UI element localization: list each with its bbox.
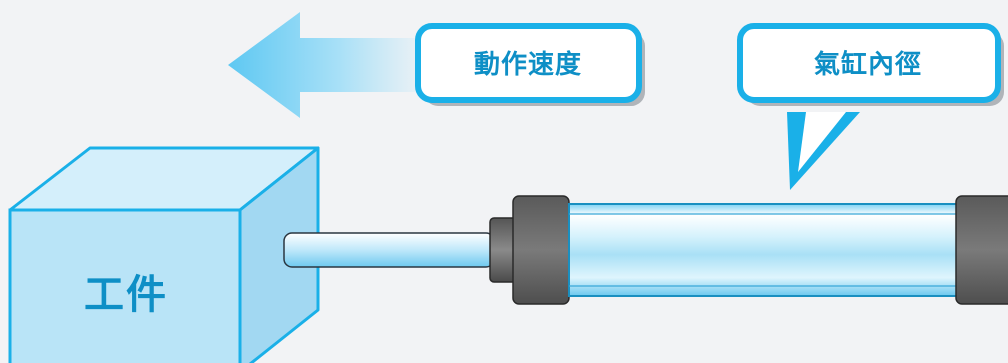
workpiece-label: 工件 (84, 272, 168, 318)
arrow-left-icon (228, 12, 430, 118)
bore-label: 氣缸內徑 (814, 49, 922, 80)
workpiece-box: 工件 (8, 146, 320, 363)
speed-callout: 動作速度 (415, 23, 645, 106)
bore-callout: 氣缸內徑 (737, 23, 1004, 190)
cylinder-body (489, 195, 1008, 305)
piston-rod (283, 232, 495, 268)
speed-label: 動作速度 (474, 49, 582, 80)
